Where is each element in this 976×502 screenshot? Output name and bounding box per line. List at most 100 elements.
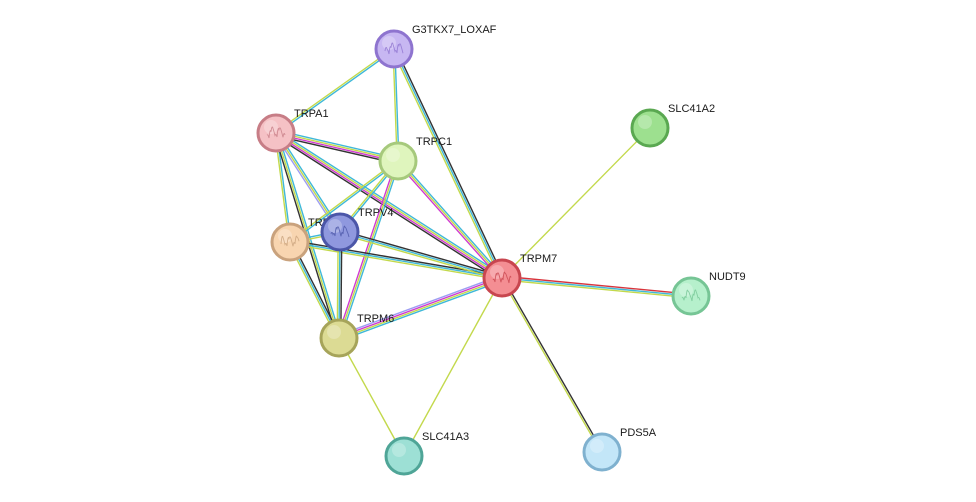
edge-evidence-line [275,133,398,163]
node-label: SLC41A3 [422,431,469,443]
edge-evidence-line [276,129,399,160]
node-circle[interactable] [319,318,359,358]
edge-evidence-line [274,134,501,281]
edge-evidence-line [501,127,651,279]
node-slc41a2[interactable]: SLC41A2 [630,103,715,148]
edge-evidence-line [275,47,394,133]
node-trpv_hidden[interactable]: TRP [270,217,330,262]
edge-TRPM6-SLC41A3[interactable] [338,337,405,457]
edge-evidence-line [393,48,503,279]
edge-evidence-line [277,130,504,277]
node-trpa1[interactable]: TRPA1 [256,108,329,153]
edge-evidence-line [396,161,502,280]
node-label: G3TKX7_LOXAF [412,24,497,36]
protein-structure-icon [280,235,300,247]
protein-structure-icon [330,225,350,238]
node-label: TRPA1 [294,108,329,120]
edge-evidence-line [289,159,398,242]
node-label: TRPV4 [358,207,393,219]
node-highlight [382,36,396,50]
node-trpc1[interactable]: TRPC1 [378,136,452,181]
edge-evidence-line [273,133,340,234]
edge-TRPA1-TRPM7[interactable] [274,130,504,281]
node-highlight [386,148,400,162]
edge-TRPC1-TRPV_HIDDEN[interactable] [289,159,399,244]
node-circle[interactable] [384,436,424,476]
node-circle[interactable] [378,141,418,181]
edge-evidence-line [289,243,502,281]
node-circle[interactable] [582,432,622,472]
edge-evidence-line [337,274,502,337]
edge-evidence-line [394,47,505,278]
node-pds5a[interactable]: PDS5A [582,427,657,472]
edge-TRPC1-TRPM6[interactable] [336,160,401,339]
edge-evidence-line [339,279,504,342]
edge-evidence-line [338,337,405,457]
node-circle[interactable] [270,222,310,262]
edge-evidence-line [289,241,503,279]
node-highlight [392,443,406,457]
protein-structure-icon [681,289,701,302]
edge-TRPA1-TRPC1[interactable] [275,129,399,165]
node-g3tkx7_loxaf[interactable]: G3TKX7_LOXAF [374,24,497,69]
node-trpm7[interactable]: TRPM7 [482,253,557,298]
edge-TRPV4-TRPM7[interactable] [339,229,503,281]
edge-TRPA1-TRPV4[interactable] [273,131,343,234]
node-label: TRPM6 [357,313,394,325]
node-trpv4[interactable]: TRPV4 [320,207,393,252]
edge-evidence-line [277,132,342,338]
edge-evidence-line [275,134,398,165]
node-trpm6[interactable]: TRPM6 [319,313,394,358]
edge-evidence-line [398,159,504,278]
edge-evidence-line [397,160,503,279]
edge-TRPM7-SLC41A2[interactable] [501,127,651,279]
edge-evidence-line [275,132,341,233]
node-circle[interactable] [671,276,711,316]
edge-G3TKX7_LOXAF-TRPA1[interactable] [275,47,395,135]
edge-evidence-line [336,160,397,338]
edge-evidence-line [338,160,399,339]
edge-evidence-line [339,231,503,279]
protein-structure-icon [492,271,512,284]
edge-G3TKX7_LOXAF-TRPM7[interactable] [391,47,505,280]
edge-evidence-line [502,277,604,452]
edge-evidence-line [340,161,401,339]
node-nudt9[interactable]: NUDT9 [671,271,746,316]
edge-TRPC1-TRPM7[interactable] [396,159,504,280]
node-highlight [638,115,652,129]
node-slc41a3[interactable]: SLC41A3 [384,431,469,476]
edge-evidence-line [276,49,395,135]
edge-evidence-line [500,278,602,453]
edge-evidence-line [502,275,692,295]
node-label: NUDT9 [709,271,746,283]
node-circle[interactable] [256,113,296,153]
edge-evidence-line [290,161,399,244]
protein-structure-icon [266,126,286,139]
node-circle[interactable] [482,258,522,298]
edge-evidence-line [339,278,503,340]
edge-evidence-line [501,277,692,297]
edge-evidence-line [339,233,502,281]
node-label: TRPM7 [520,253,557,265]
node-highlight [264,120,278,134]
node-highlight [278,229,292,243]
edge-evidence-line [276,131,399,161]
edge-TRPM7-SLC41A3[interactable] [403,277,503,457]
protein-structure-icon [384,42,404,55]
node-circle[interactable] [630,108,670,148]
edge-evidence-line [340,229,503,277]
edge-TRPM7-PDS5A[interactable] [500,277,604,453]
node-highlight [590,439,604,453]
node-label: PDS5A [620,427,657,439]
node-highlight [327,325,341,339]
node-highlight [490,265,504,279]
edge-evidence-line [501,279,691,299]
edge-evidence-line [403,277,503,457]
node-label: SLC41A2 [668,103,715,115]
node-label: TRPC1 [416,136,452,148]
edge-TRPM7-TRPM6[interactable] [337,274,504,342]
node-highlight [328,219,342,233]
edge-TRPM7-NUDT9[interactable] [501,275,692,299]
